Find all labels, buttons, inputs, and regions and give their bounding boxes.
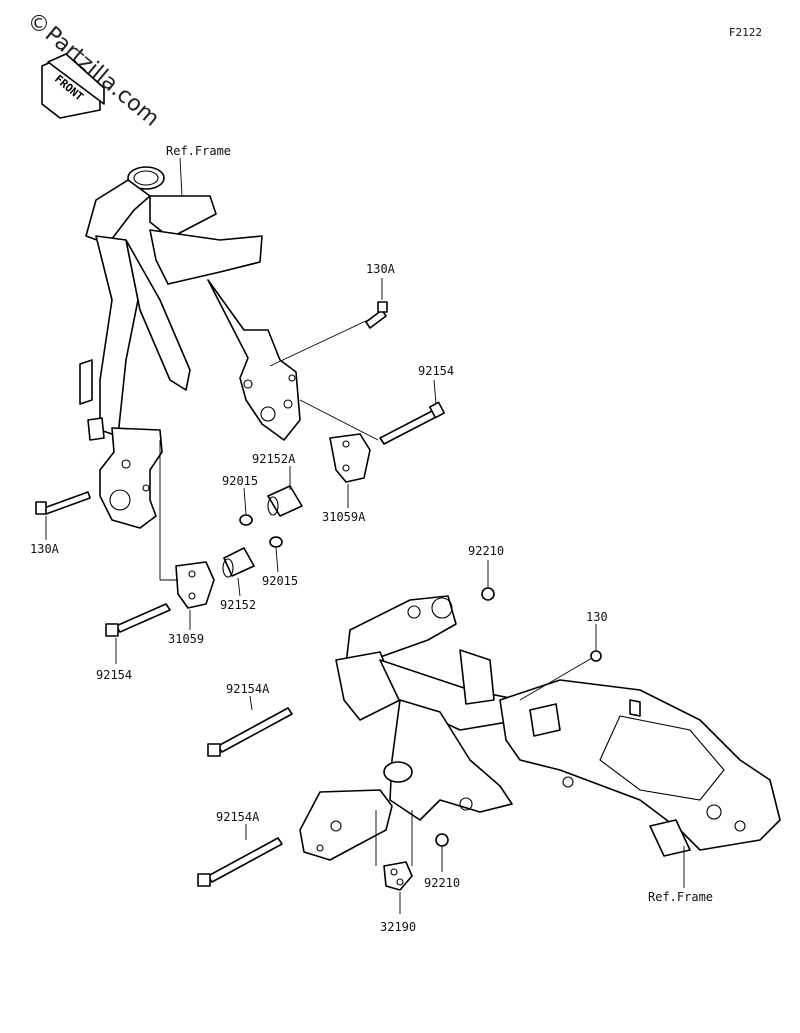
bolt-130a-top-illustration	[365, 301, 388, 329]
collar-92152a-illustration	[267, 485, 303, 517]
leader-lines	[45, 157, 685, 914]
nut-92210-bottom-illustration	[435, 833, 449, 847]
diagram-code: F2122	[728, 26, 762, 39]
bolt-92154-right-illustration	[379, 401, 446, 445]
part-32190-label: 32190	[380, 920, 417, 934]
part-92152a-label: 92152A	[252, 452, 296, 466]
part-130a-top-label: 130A	[366, 262, 395, 276]
lower-frame-illustration	[335, 595, 781, 857]
part-92154a-lower-label: 92154A	[216, 810, 260, 824]
bolt-92154a-upper-illustration	[207, 707, 293, 757]
bolt-130-illustration	[590, 650, 602, 662]
part-92154a-upper-label: 92154A	[226, 682, 270, 696]
ref-frame-bottom-label: Ref.Frame	[648, 890, 714, 904]
bolt-92154a-lower-illustration	[197, 837, 283, 887]
part-92210-top-label: 92210	[468, 544, 505, 558]
bracket-31059-illustration	[175, 561, 215, 609]
upper-frame-illustration	[79, 166, 301, 529]
nut-92015-lower-illustration	[269, 536, 283, 548]
bolt-92154-left-illustration	[105, 603, 171, 637]
bracket-32190-illustration	[383, 861, 413, 891]
part-130a-left-label: 130A	[30, 542, 59, 556]
nut-92210-top-illustration	[481, 587, 495, 601]
copyright-symbol: ©	[28, 12, 50, 37]
part-92015-lower-label: 92015	[262, 574, 299, 588]
part-130-label: 130	[586, 610, 608, 624]
bolt-130a-left-illustration	[35, 491, 91, 515]
part-92154-right-label: 92154	[418, 364, 455, 378]
front-arrow-icon: FRONT	[41, 53, 105, 119]
ref-frame-top-label: Ref.Frame	[166, 144, 232, 158]
part-92015-upper-label: 92015	[222, 474, 259, 488]
collar-92152-illustration	[222, 547, 255, 578]
part-31059-label: 31059	[168, 632, 205, 646]
part-92210-bottom-label: 92210	[424, 876, 461, 890]
part-31059a-label: 31059A	[322, 510, 366, 524]
part-92154-left-label: 92154	[96, 668, 133, 682]
engine-mount-lower-illustration	[299, 789, 393, 861]
bracket-31059a-illustration	[329, 433, 371, 483]
part-92152-label: 92152	[220, 598, 257, 612]
nut-92015-upper-illustration	[239, 514, 253, 526]
